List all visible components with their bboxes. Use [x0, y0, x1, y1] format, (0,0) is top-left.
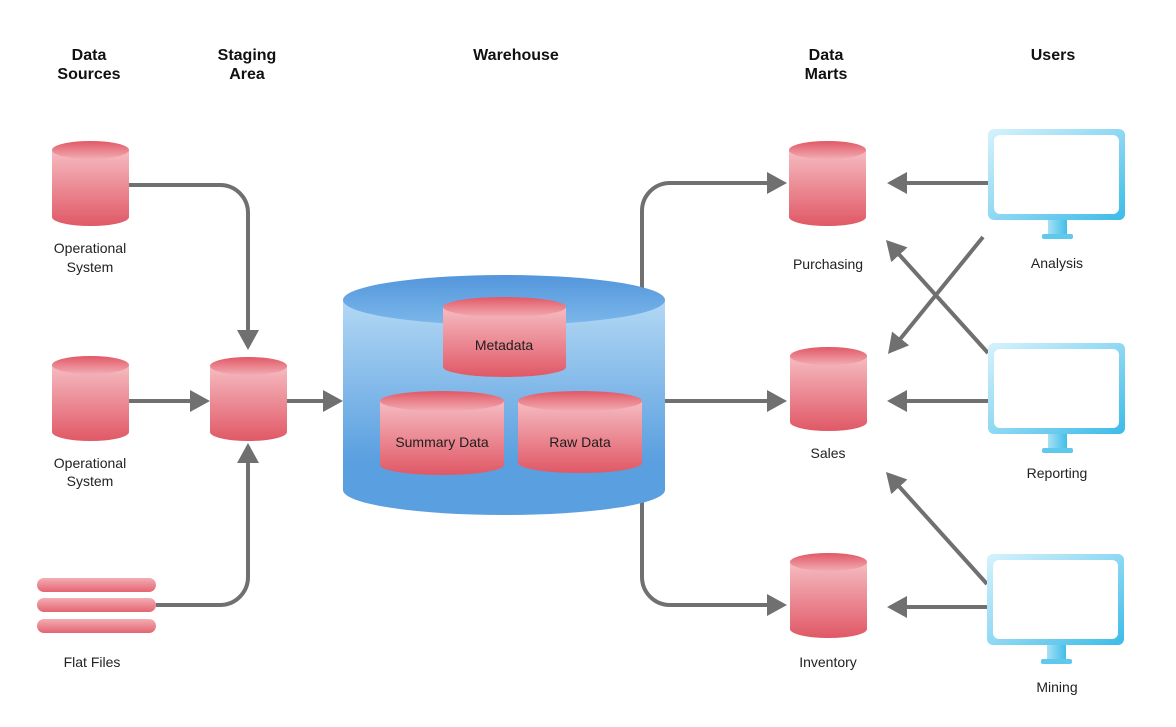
cylinder-top: [52, 356, 129, 374]
cylinder-top: [380, 391, 504, 411]
cylinder-top: [790, 347, 867, 365]
monitor-screen: [994, 349, 1119, 428]
cylinder-body: [210, 366, 287, 441]
monitor-screen: [994, 135, 1119, 214]
metadata-store-icon[interactable]: [443, 297, 566, 377]
sales-mart-database-icon[interactable]: [790, 347, 867, 431]
cylinder-body: [518, 401, 642, 473]
raw-data-store-icon[interactable]: [518, 391, 642, 473]
cylinder-top: [52, 141, 129, 159]
cylinder-top: [518, 391, 642, 411]
summary-data-label: Summary Data: [395, 434, 489, 450]
analysis-label: Analysis: [1031, 255, 1083, 271]
header-data-sources-line1: Data: [72, 47, 107, 64]
operational-system-2-label-line1: Operational: [54, 455, 126, 471]
operational-system-1-label-line2: System: [67, 259, 114, 275]
cylinder-body: [52, 365, 129, 441]
summary-data-store-icon[interactable]: [380, 391, 504, 475]
mining-monitor-icon[interactable]: [987, 554, 1124, 664]
cylinder-body: [52, 150, 129, 226]
monitor-neck: [1047, 642, 1066, 661]
purchasing-mart-database-icon[interactable]: [789, 141, 866, 226]
header-staging-area-line2: Area: [229, 66, 265, 83]
flat-file-bar: [37, 619, 156, 633]
cylinder-top: [789, 141, 866, 159]
monitor-neck: [1048, 431, 1067, 450]
cylinder-body: [790, 562, 867, 639]
monitor-screen: [993, 560, 1118, 639]
operational-system-1-label-line1: Operational: [54, 240, 126, 256]
cylinder-body: [789, 150, 866, 226]
cylinder-body: [380, 401, 504, 475]
arrow-reporting-to-purchasing: [886, 239, 990, 355]
arrow-analysis-to-sales: [887, 235, 985, 354]
reporting-monitor-icon[interactable]: [988, 343, 1125, 453]
raw-data-label: Raw Data: [549, 434, 611, 450]
metadata-label: Metadata: [475, 337, 534, 353]
arrow-flatfiles-to-staging: [156, 443, 259, 607]
sales-label: Sales: [810, 445, 845, 461]
flat-files-icon[interactable]: [37, 578, 156, 633]
arrow-mining-to-sales: [886, 471, 989, 586]
header-staging-area-line1: Staging: [218, 47, 277, 64]
purchasing-label: Purchasing: [793, 256, 863, 272]
cylinder-body: [790, 356, 867, 431]
analysis-monitor-icon[interactable]: [988, 129, 1125, 239]
arrow-warehouse-to-purchasing: [640, 172, 787, 292]
header-data-marts-line2: Marts: [805, 66, 848, 83]
cylinder-top: [210, 357, 287, 375]
monitor-base: [1041, 659, 1072, 664]
flat-file-bar: [37, 598, 156, 612]
flat-files-label: Flat Files: [64, 654, 121, 670]
arrow-source1-to-staging: [129, 183, 259, 350]
monitor-base: [1042, 234, 1073, 239]
reporting-label: Reporting: [1027, 465, 1088, 481]
cylinder-top: [790, 553, 867, 571]
operational-system-2-label-line2: System: [67, 473, 114, 489]
cylinder-body: [443, 307, 566, 377]
cylinder-top: [443, 297, 566, 317]
header-data-marts-line1: Data: [809, 47, 844, 64]
mining-label: Mining: [1036, 679, 1077, 695]
operational-system-1-database-icon[interactable]: [52, 141, 129, 226]
inventory-label: Inventory: [799, 654, 857, 670]
header-warehouse: Warehouse: [473, 47, 559, 64]
header-users: Users: [1031, 47, 1076, 64]
flat-file-bar: [37, 578, 156, 592]
arrow-warehouse-to-inventory: [640, 500, 787, 616]
header-data-sources-line2: Sources: [57, 66, 120, 83]
operational-system-2-database-icon[interactable]: [52, 356, 129, 441]
staging-area-database-icon[interactable]: [210, 357, 287, 441]
monitor-neck: [1048, 217, 1067, 236]
inventory-mart-database-icon[interactable]: [790, 553, 867, 639]
monitor-base: [1042, 448, 1073, 453]
